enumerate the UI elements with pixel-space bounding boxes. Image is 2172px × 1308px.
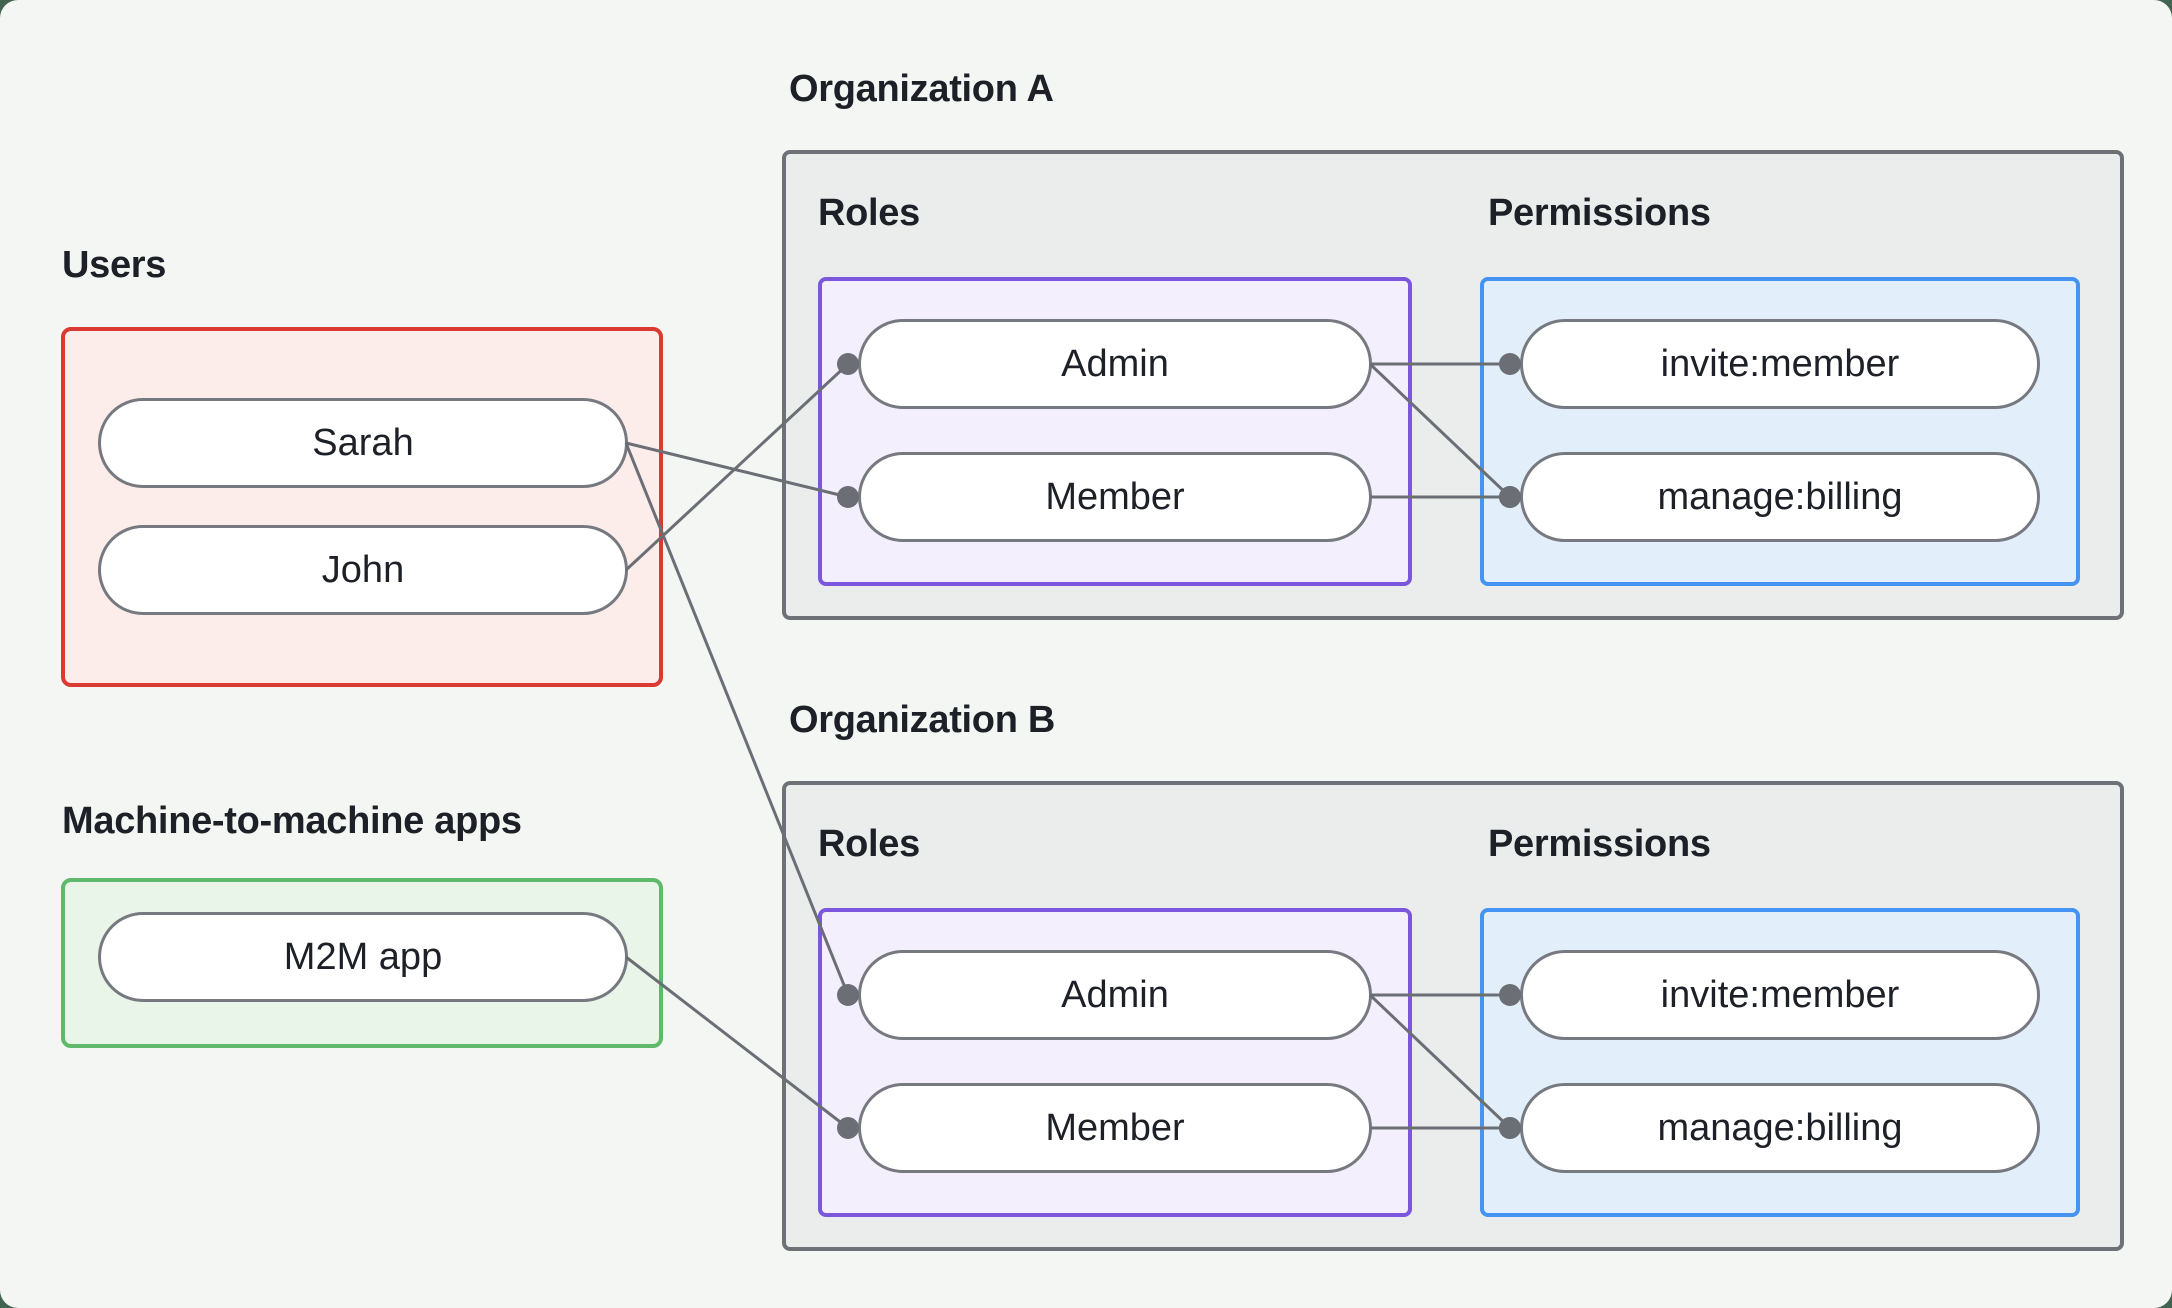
org-a-role-member: Member (858, 452, 1372, 542)
node-label: John (321, 548, 405, 591)
node-label: Admin (1061, 973, 1169, 1016)
org-a-permission-manage-billing: manage:billing (1520, 452, 2040, 542)
m2m-group-label: Machine-to-machine apps (62, 800, 522, 842)
user-node-john: John (98, 525, 628, 615)
org-a-title: Organization A (789, 68, 1054, 110)
org-b-roles-label: Roles (818, 823, 920, 865)
node-label: invite:member (1660, 973, 1900, 1016)
m2m-app-node: M2M app (98, 912, 628, 1002)
org-a-role-admin: Admin (858, 319, 1372, 409)
node-label: manage:billing (1657, 475, 1903, 518)
org-b-role-member: Member (858, 1083, 1372, 1173)
node-label: manage:billing (1657, 1106, 1903, 1149)
node-label: invite:member (1660, 342, 1900, 385)
user-node-sarah: Sarah (98, 398, 628, 488)
org-a-permission-invite-member: invite:member (1520, 319, 2040, 409)
org-b-permission-invite-member: invite:member (1520, 950, 2040, 1040)
node-label: Member (1045, 475, 1185, 518)
node-label: M2M app (283, 935, 443, 978)
org-a-roles-label: Roles (818, 192, 920, 234)
org-b-permissions-label: Permissions (1488, 823, 1711, 865)
node-label: Admin (1061, 342, 1169, 385)
org-b-role-admin: Admin (858, 950, 1372, 1040)
users-group-label: Users (62, 244, 167, 286)
node-label: Sarah (312, 421, 414, 464)
node-label: Member (1045, 1106, 1185, 1149)
org-b-title: Organization B (789, 699, 1056, 741)
org-a-permissions-label: Permissions (1488, 192, 1711, 234)
users-group-box (61, 327, 663, 687)
org-b-permission-manage-billing: manage:billing (1520, 1083, 2040, 1173)
